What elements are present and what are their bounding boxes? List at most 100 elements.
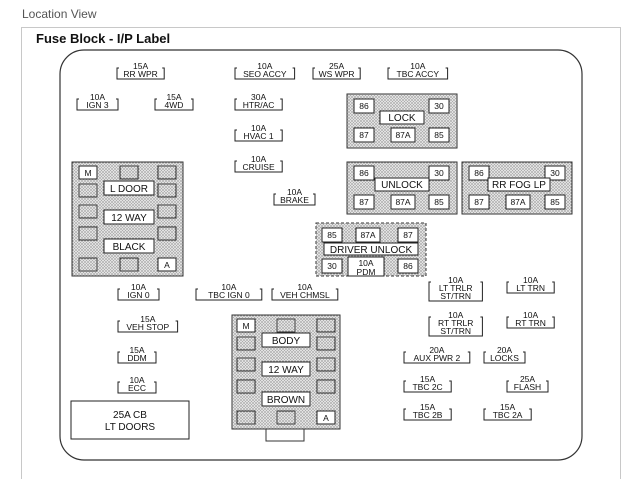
fuse-amp: 10A [129, 375, 144, 385]
fuse-amp: 15A [420, 402, 435, 412]
fuse-bracket [483, 408, 532, 421]
unlock-pin-87a: 87A [395, 197, 410, 207]
fuse-amp: 10A [90, 92, 105, 102]
fuse-name: TBC IGN 0 [208, 290, 250, 300]
fuse-name: LT TRN [516, 283, 545, 293]
fog-pin-30: 30 [550, 168, 560, 178]
fuse-name: AUX PWR 2 [414, 353, 461, 363]
fuse-name-line2: ST/TRN [440, 326, 471, 336]
du-pin-87: 87 [403, 230, 413, 240]
unlock-pin-30: 30 [434, 168, 444, 178]
fuse-name: TBC 2A [493, 410, 523, 420]
fuse-bracket [117, 320, 179, 333]
ldoor-corner-a: A [164, 260, 170, 270]
connector-body: M A BODY 12 WAY BROWN [231, 314, 341, 442]
fuse-name: LT TRLR [439, 283, 473, 293]
fuse-name: ECC [128, 383, 146, 393]
lock-label: LOCK [388, 113, 416, 124]
fuse-name: WS WPR [319, 69, 355, 79]
lock-pin-87: 87 [359, 130, 369, 140]
fuse-name: RT TRLR [438, 318, 473, 328]
fuse-bracket [428, 316, 483, 337]
fog-pin-87a: 87A [510, 197, 525, 207]
fuse-name: VEH STOP [126, 322, 169, 332]
fuse-name: CRUISE [243, 162, 275, 172]
fuse-bracket [387, 67, 449, 80]
fuse-amp: 10A [221, 282, 236, 292]
fuse-bracket [403, 380, 452, 393]
fuse-bracket [506, 281, 555, 294]
fuse-amp: 20A [429, 345, 444, 355]
fuse-amp: 15A [133, 61, 148, 71]
fuse-amp: 25A [520, 374, 535, 384]
fuse-name: SEO ACCY [243, 69, 287, 79]
fuse-name: RT TRN [515, 318, 546, 328]
fuse-amp: 15A [129, 345, 144, 355]
lock-pin-85: 85 [434, 130, 444, 140]
fuse-amp: 10A [297, 282, 312, 292]
fuse-bracket [117, 288, 160, 301]
fuse-bracket [234, 129, 283, 142]
fuse-name: 4WD [165, 100, 184, 110]
du-label: DRIVER UNLOCK [330, 245, 413, 256]
fuse-name: VEH CHMSL [280, 290, 330, 300]
pdm-amp: 10A [358, 258, 373, 268]
fuse-bracket [76, 98, 119, 111]
fuse-bracket [403, 408, 452, 421]
fuse-amp: 15A [140, 314, 155, 324]
fuse-amp: 15A [166, 92, 181, 102]
fog-pin-87: 87 [474, 197, 484, 207]
unlock-pin-85: 85 [434, 197, 444, 207]
fuse-bracket [234, 98, 283, 111]
fuse-amp: 30A [251, 92, 266, 102]
relay-lock: 86 30 LOCK 87 87A 85 [346, 93, 458, 149]
diagram-title: Fuse Block - I/P Label [36, 31, 171, 46]
fuse-bracket [428, 281, 483, 302]
fuse-bracket [403, 351, 471, 364]
fuse-name: RR WPR [123, 69, 157, 79]
fuse-name: LOCKS [490, 353, 519, 363]
fuse-amp: 20A [497, 345, 512, 355]
fuse-amp: 10A [287, 187, 302, 197]
fuse-bracket [506, 380, 549, 393]
body-corner-a: A [323, 413, 329, 423]
unlock-label: UNLOCK [381, 180, 423, 191]
ldoor-label-way: 12 WAY [111, 213, 147, 224]
fuse-bracket [271, 288, 339, 301]
du-pin-87a: 87A [360, 230, 375, 240]
fuse-name: IGN 3 [86, 100, 108, 110]
fuse-name: HTR/AC [243, 100, 275, 110]
fuse-amp: 10A [131, 282, 146, 292]
location-view-heading: Location View [22, 7, 97, 21]
lock-pin-30: 30 [434, 101, 444, 111]
fuse-amp: 10A [448, 310, 463, 320]
fog-label: RR FOG LP [492, 180, 546, 191]
relay-rr-fog-lp: 86 30 RR FOG LP 87 87A 85 [461, 161, 573, 215]
fuse-name: TBC 2C [412, 382, 442, 392]
fuse-bracket [312, 67, 361, 80]
fuse-amp: 25A [329, 61, 344, 71]
fuse-name: TBC 2B [413, 410, 443, 420]
cb-amp: 25A CB [113, 410, 147, 421]
lock-pin-86: 86 [359, 101, 369, 111]
diagram-frame [21, 27, 621, 479]
fuse-amp: 10A [251, 123, 266, 133]
ldoor-label-color: BLACK [113, 242, 146, 253]
